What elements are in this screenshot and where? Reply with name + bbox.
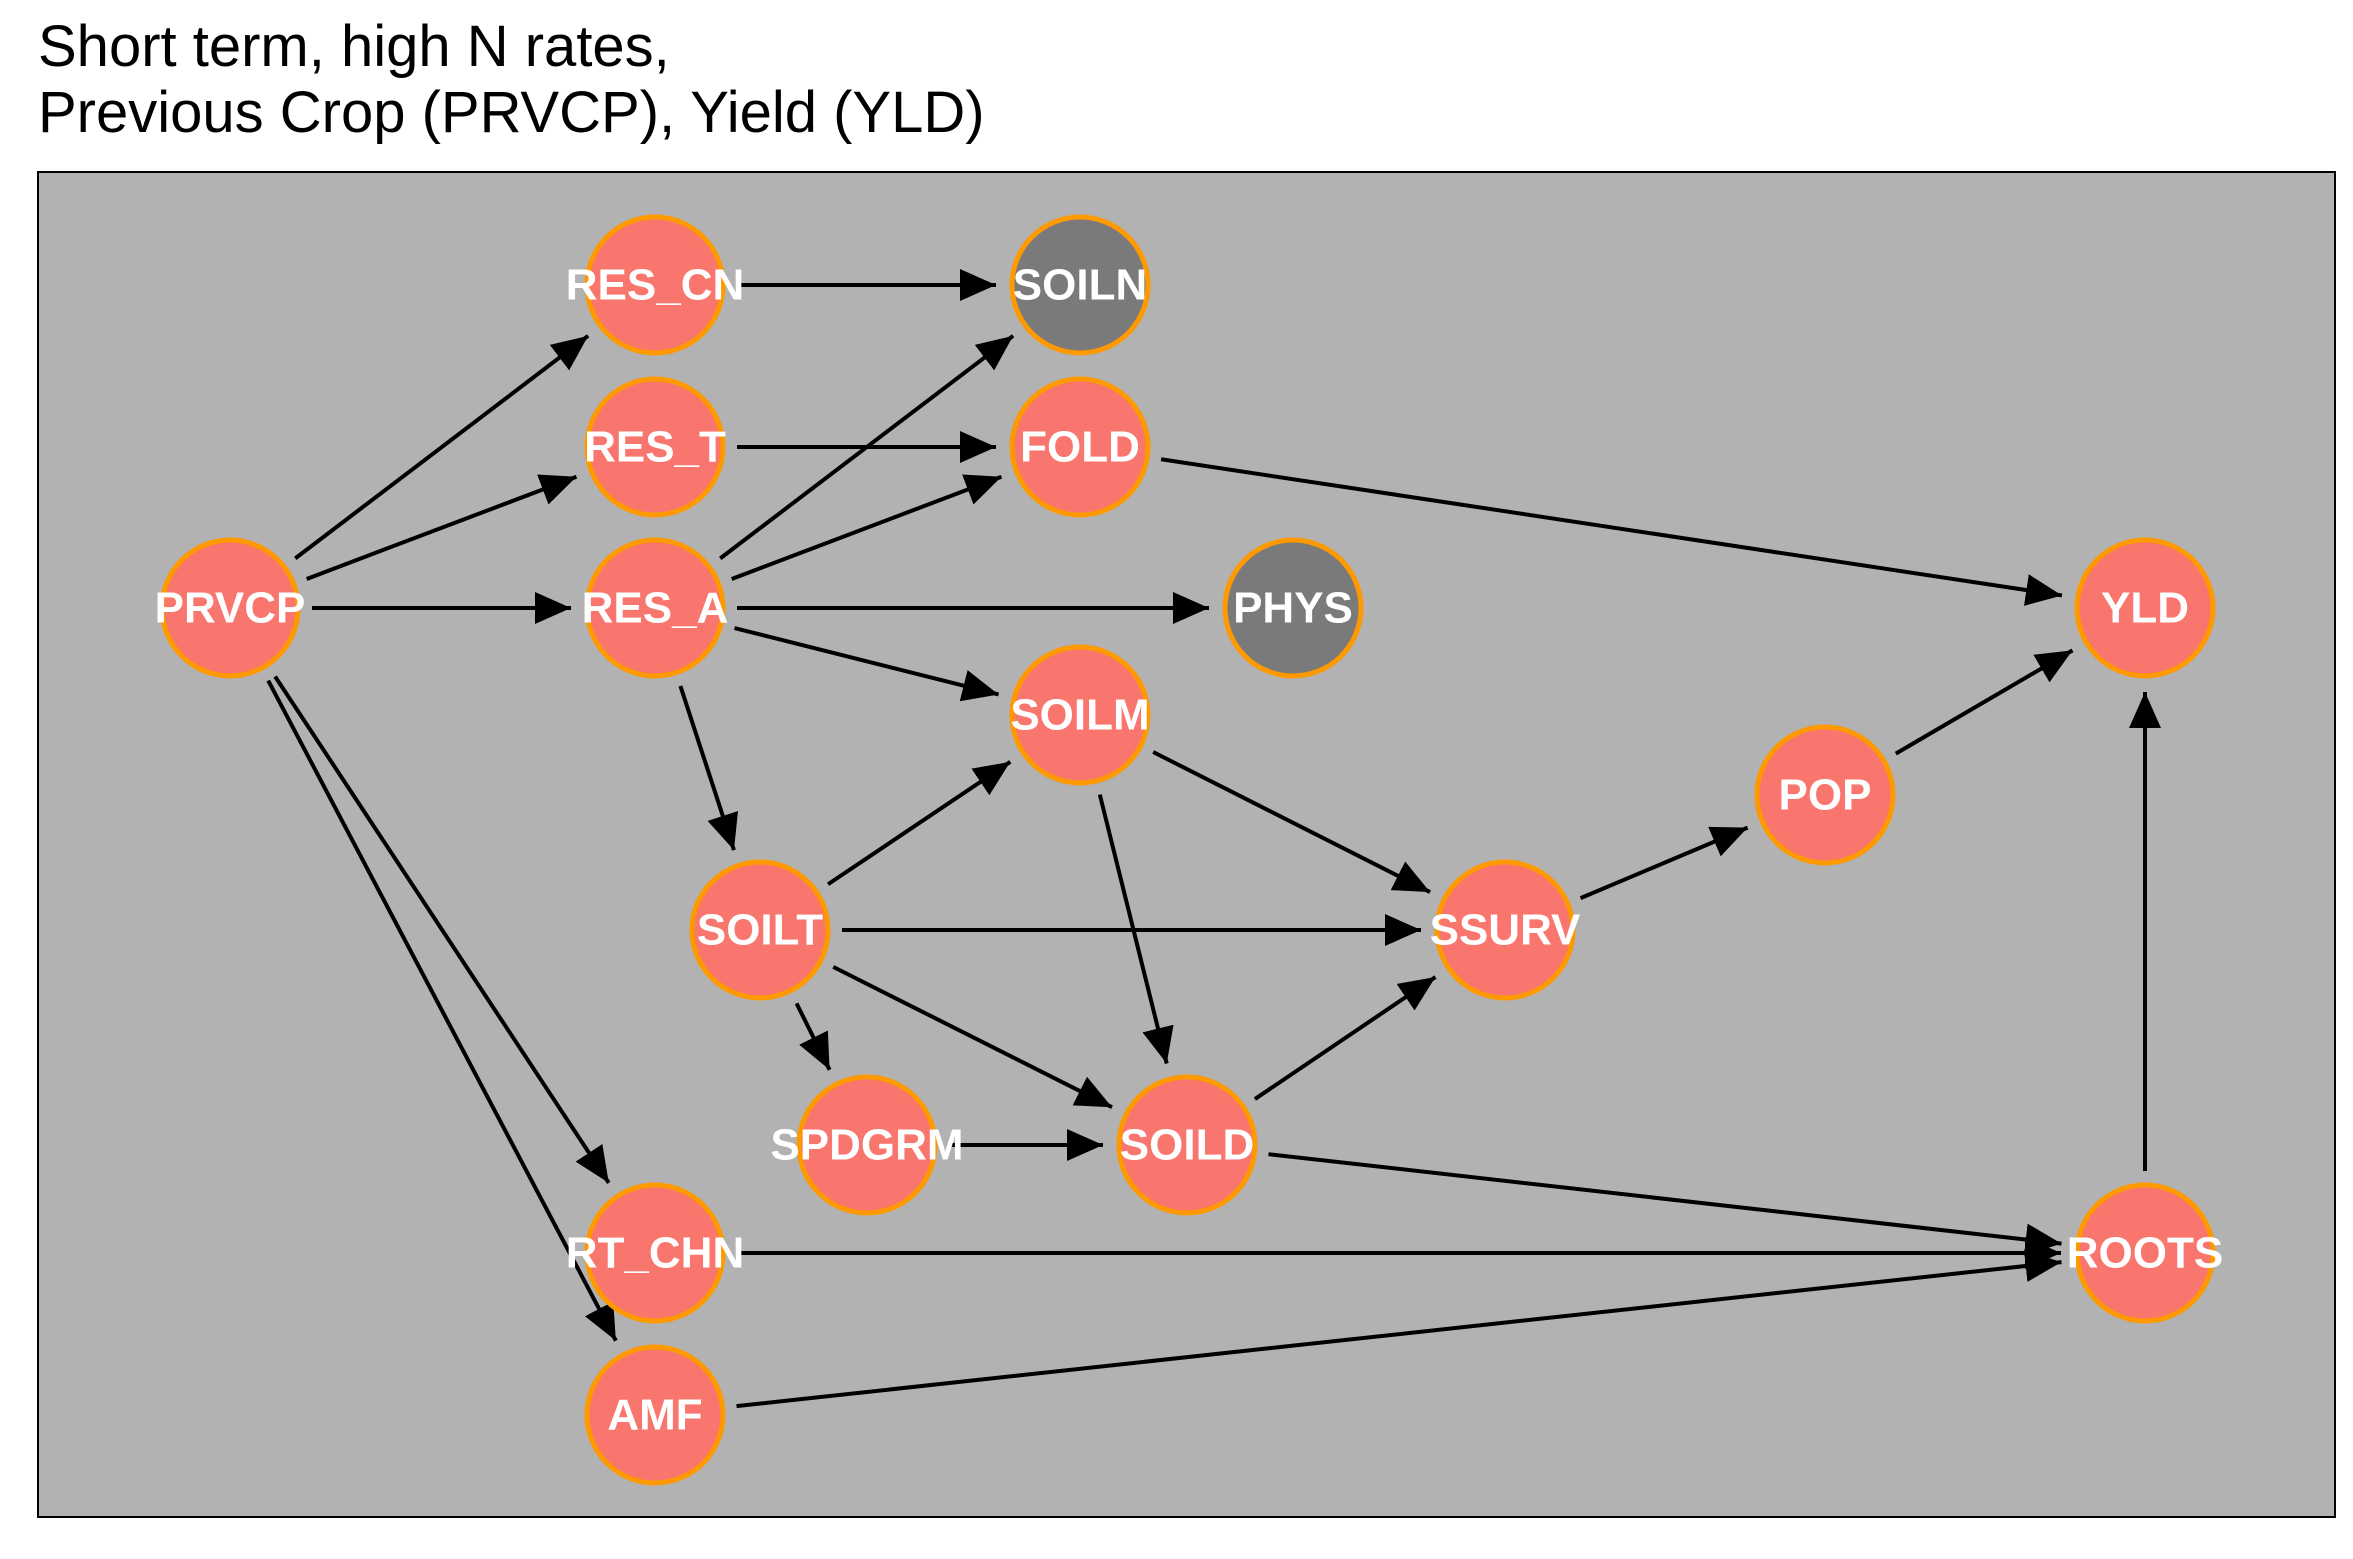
node-circle-soild <box>1116 1074 1258 1216</box>
node-circle-yld <box>2074 537 2216 679</box>
node-spdgrm: SPDGRM <box>770 1074 964 1216</box>
node-label-ssurv: SSURV <box>1430 906 1581 955</box>
node-label-soilm: SOILM <box>1010 691 1149 740</box>
node-res-cn: RES_CN <box>566 214 745 356</box>
edge-res-a-to-soilt <box>678 685 739 851</box>
title-line-2: Previous Crop (PRVCP), Yield (YLD) <box>38 80 985 145</box>
node-res-a: RES_A <box>582 537 729 679</box>
node-label-soiln: SOILN <box>1013 261 1147 310</box>
node-circle-res-t <box>584 376 726 518</box>
edge-prvcp-to-rt-chn <box>273 675 611 1184</box>
edge-res-a-to-fold <box>730 474 1003 581</box>
node-circle-roots <box>2074 1182 2216 1324</box>
node-label-phys: PHYS <box>1233 584 1353 633</box>
node-circle-spdgrm <box>796 1074 938 1216</box>
plot-panel <box>37 171 2336 1518</box>
node-circle-soiln <box>1009 214 1151 356</box>
node-label-roots: ROOTS <box>2067 1229 2223 1278</box>
edge-soild-to-roots <box>1268 1152 2062 1256</box>
edges-layer <box>266 269 2161 1409</box>
node-label-res-cn: RES_CN <box>566 261 745 310</box>
node-soiln: SOILN <box>1009 214 1151 356</box>
node-label-soilt: SOILT <box>697 906 823 955</box>
node-circle-res-a <box>584 537 726 679</box>
node-circle-fold <box>1009 376 1151 518</box>
node-phys: PHYS <box>1222 537 1364 679</box>
node-circle-res-cn <box>584 214 726 356</box>
node-rt-chn: RT_CHN <box>566 1182 744 1324</box>
edge-prvcp-to-amf <box>266 679 618 1342</box>
node-label-soild: SOILD <box>1120 1121 1254 1170</box>
nodes-layer: PRVCP RES_CN RES_T RES_A SOILN FOLD PHYS SOILM S… <box>155 214 2223 1486</box>
edge-fold-to-yld <box>1160 457 2063 606</box>
node-label-res-a: RES_A <box>582 584 729 633</box>
node-res-t: RES_T <box>584 376 726 518</box>
edge-res-a-to-soiln <box>719 334 1015 560</box>
edge-prvcp-to-res-cn <box>294 334 590 560</box>
node-circle-phys <box>1222 537 1364 679</box>
node-soilt: SOILT <box>689 859 831 1001</box>
node-label-amf: AMF <box>607 1391 702 1440</box>
node-circle-soilt <box>689 859 831 1001</box>
edge-soilm-to-soild <box>1097 794 1174 1064</box>
edge-amf-to-roots <box>736 1250 2062 1409</box>
edge-ssurv-to-pop <box>1579 825 1749 900</box>
node-yld: YLD <box>2074 537 2216 679</box>
edge-soild-to-ssurv <box>1253 975 1437 1101</box>
node-label-spdgrm: SPDGRM <box>770 1121 963 1170</box>
edge-prvcp-to-res-t <box>305 474 578 581</box>
node-circle-soilm <box>1009 644 1151 786</box>
node-circle-ssurv <box>1434 859 1576 1001</box>
node-ssurv: SSURV <box>1430 859 1581 1001</box>
edge-soilm-to-ssurv <box>1152 750 1431 894</box>
node-label-pop: POP <box>1779 771 1872 820</box>
node-label-yld: YLD <box>2101 584 2189 633</box>
node-soild: SOILD <box>1116 1074 1258 1216</box>
node-label-res-t: RES_T <box>584 423 726 472</box>
node-label-prvcp: PRVCP <box>155 584 306 633</box>
edge-soilt-to-soild <box>832 965 1113 1110</box>
edge-soilt-to-soilm <box>826 760 1012 886</box>
node-soilm: SOILM <box>1009 644 1151 786</box>
node-pop: POP <box>1754 724 1896 866</box>
edge-pop-to-yld <box>1894 648 2074 756</box>
node-circle-amf <box>584 1344 726 1486</box>
node-prvcp: PRVCP <box>155 537 306 679</box>
node-circle-rt-chn <box>584 1182 726 1324</box>
chart-title: Short term, high N rates, Previous Crop … <box>38 14 985 146</box>
title-line-1: Short term, high N rates, <box>38 14 670 79</box>
node-roots: ROOTS <box>2067 1182 2223 1324</box>
node-circle-pop <box>1754 724 1896 866</box>
node-amf: AMF <box>584 1344 726 1486</box>
node-label-rt-chn: RT_CHN <box>566 1229 744 1278</box>
node-label-fold: FOLD <box>1020 423 1140 472</box>
node-circle-prvcp <box>159 537 301 679</box>
node-fold: FOLD <box>1009 376 1151 518</box>
edge-res-a-to-soilm <box>734 626 1000 702</box>
edge-soilt-to-spdgrm <box>794 1002 832 1071</box>
